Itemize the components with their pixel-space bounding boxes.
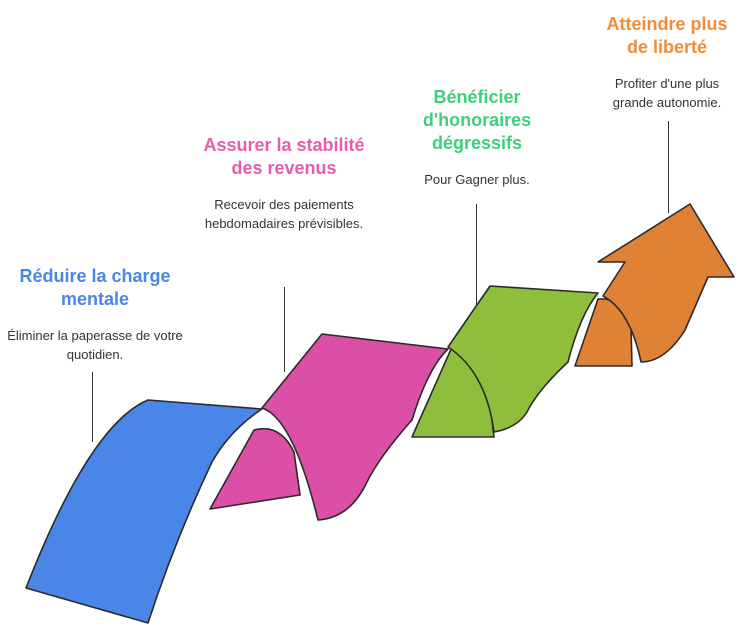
segment-orange-arrow	[597, 203, 735, 363]
step-4-title: Atteindre plus de liberté	[606, 14, 728, 57]
segment-green	[447, 285, 599, 433]
step-3: Bénéficier d'honoraires dégressifs Pour …	[402, 86, 552, 190]
step-4-description: Profiter d'une plus grande autonomie.	[612, 76, 722, 110]
leader-line-2	[284, 287, 285, 372]
step-3-description: Pour Gagner plus.	[424, 172, 530, 187]
leader-line-3	[476, 204, 477, 306]
step-2-description: Recevoir des paiements hebdomadaires pré…	[204, 197, 364, 231]
segment-pink-tail	[209, 427, 301, 510]
step-1-title: Réduire la charge mentale	[19, 266, 171, 309]
segment-pink	[261, 333, 449, 521]
step-2: Assurer la stabilité des revenus Recevoi…	[198, 134, 370, 233]
step-4: Atteindre plus de liberté Profiter d'une…	[596, 13, 738, 112]
step-1: Réduire la charge mentale Éliminer la pa…	[4, 265, 186, 364]
step-3-title: Bénéficier d'honoraires dégressifs	[422, 87, 532, 153]
leader-line-4	[668, 121, 669, 213]
segment-blue	[25, 399, 263, 624]
step-2-title: Assurer la stabilité des revenus	[203, 135, 365, 178]
step-1-description: Éliminer la paperasse de votre quotidien…	[7, 328, 183, 362]
leader-line-1	[92, 372, 93, 442]
